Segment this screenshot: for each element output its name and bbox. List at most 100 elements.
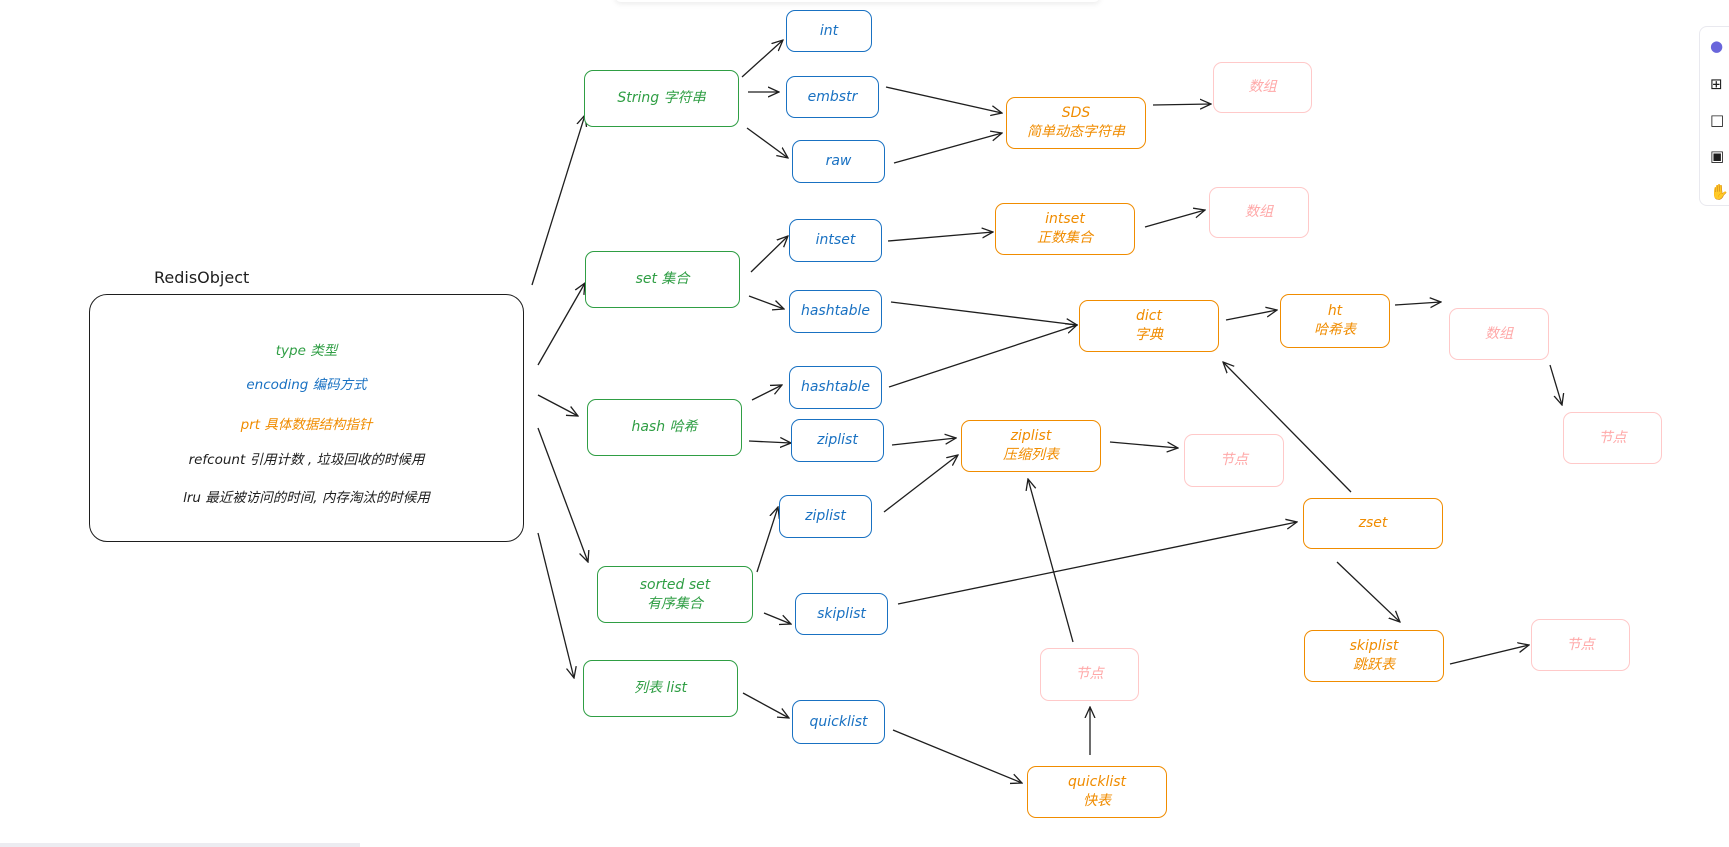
arrow-ziplist-zset-ziplistds (883, 455, 958, 513)
arrow-intset-intsetds (887, 232, 993, 242)
right-toolbar: ● ⊞ □ ▣ ✋ (1699, 26, 1729, 206)
node-label-line: 快表 (1083, 793, 1111, 809)
leaf-array-ht-node[interactable]: 数组 (1449, 308, 1549, 360)
arrow-string-int (741, 40, 783, 78)
arrow-raw-sds (893, 133, 1002, 164)
structure-intset-node[interactable]: intset 正数集合 (995, 203, 1135, 255)
structure-skiplist-node[interactable]: skiplist 跳跃表 (1304, 630, 1444, 682)
bottom-scrollbar[interactable] (0, 843, 360, 847)
node-label-line: 数组 (1245, 204, 1273, 220)
node-label-line: 哈希表 (1314, 322, 1356, 338)
arrow-sds-array (1152, 104, 1211, 105)
arrow-node-ziplistds (1028, 479, 1074, 643)
file-icon[interactable]: □ (1710, 111, 1725, 129)
arrow-redis-hash (537, 394, 578, 416)
field-refcount: refcount 引用计数 , 垃圾回收的时候用 (188, 452, 425, 468)
field-lru: lru 最近被访问的时间, 内存淘汰的时候用 (183, 490, 430, 506)
node-label-line: String 字符串 (617, 90, 706, 106)
field-type: type 类型 (275, 343, 338, 359)
top-panel-edge (615, 0, 1100, 2)
node-label-line: 节点 (1220, 452, 1248, 468)
node-label-line: ziplist (1010, 428, 1052, 444)
arrow-hash-hashtable (751, 385, 782, 401)
arrow-embstr-sds (885, 86, 1002, 113)
redis-object-box: type 类型 encoding 编码方式 prt 具体数据结构指针 refco… (89, 294, 524, 542)
arrow-list-quicklist (742, 692, 789, 718)
arrow-skiplist-zsetds (897, 522, 1297, 605)
node-label-line: zset (1358, 515, 1388, 531)
arrow-hashtable-hash-dict (888, 325, 1077, 388)
encoding-ziplist-zset-node[interactable]: ziplist (779, 495, 872, 538)
encoding-quicklist-node[interactable]: quicklist (792, 700, 885, 744)
encoding-hashtable-set-node[interactable]: hashtable (789, 290, 882, 333)
node-label-line: hashtable (800, 379, 871, 395)
encoding-embstr-node[interactable]: embstr (786, 76, 879, 118)
redis-object-title: RedisObject (154, 268, 250, 287)
arrow-redis-zset (537, 427, 588, 562)
arrow-intsetds-array (1144, 210, 1205, 228)
structure-ht-node[interactable]: ht 哈希表 (1280, 294, 1390, 348)
plus-square-icon[interactable]: ⊞ (1710, 75, 1723, 93)
structure-ziplist-node[interactable]: ziplist 压缩列表 (961, 420, 1101, 472)
arrow-zset-ziplist (756, 507, 778, 573)
leaf-node-ziplist-node[interactable]: 节点 (1184, 434, 1284, 487)
arrow-skiplistds-node (1449, 645, 1529, 665)
node-label-line: 节点 (1075, 666, 1104, 682)
arrow-zsetds-skiplistds (1336, 561, 1400, 622)
node-label-line: 数组 (1248, 79, 1277, 95)
node-label-line: embstr (807, 88, 858, 105)
field-ptr: prt 具体数据结构指针 (240, 417, 373, 433)
hand-icon[interactable]: ✋ (1710, 183, 1729, 201)
type-string-node[interactable]: String 字符串 (584, 70, 739, 127)
type-set-node[interactable]: set 集合 (585, 251, 740, 308)
encoding-raw-node[interactable]: raw (792, 140, 885, 183)
arrow-zset-skiplist (763, 612, 791, 624)
encoding-intset-node[interactable]: intset (789, 219, 882, 262)
leaf-node-skiplist-node[interactable]: 节点 (1531, 619, 1630, 671)
node-label-line: 列表 list (633, 680, 687, 696)
leaf-node-quicklist-node[interactable]: 节点 (1040, 648, 1139, 701)
node-label-line: intset (815, 232, 856, 248)
encoding-ziplist-hash-node[interactable]: ziplist (791, 419, 884, 462)
node-label-line: intset (1045, 211, 1085, 227)
arrow-set-intset (750, 236, 788, 273)
type-list-node[interactable]: 列表 list (583, 660, 738, 717)
encoding-skiplist-node[interactable]: skiplist (795, 593, 888, 635)
leaf-array-intset-node[interactable]: 数组 (1209, 187, 1309, 238)
arrow-ht-array (1394, 302, 1441, 305)
arrow-ziplist-hash-ziplistds (891, 438, 956, 446)
node-label-line: raw (825, 153, 852, 169)
node-label-line: hash 哈希 (631, 419, 698, 435)
node-label-line: 正数集合 (1037, 230, 1093, 246)
structure-zset-node[interactable]: zset (1303, 498, 1443, 549)
arrow-set-hashtable (748, 295, 784, 309)
app-logo-icon: ● (1710, 37, 1724, 55)
node-label-line: ht (1327, 303, 1343, 319)
arrow-hash-ziplist (748, 441, 791, 443)
node-label-line: 压缩列表 (1003, 447, 1059, 463)
leaf-node-ht-node[interactable]: 节点 (1563, 412, 1662, 464)
arrow-array-node (1549, 364, 1562, 405)
node-label-line: skiplist (817, 605, 866, 622)
leaf-array-sds-node[interactable]: 数组 (1213, 62, 1312, 113)
node-label-line: 跳跃表 (1353, 657, 1395, 673)
arrow-dict-ht (1225, 310, 1277, 321)
node-label-line: skiplist (1349, 638, 1399, 654)
node-label-line: hashtable (800, 303, 871, 319)
node-label-line: 有序集合 (647, 595, 703, 612)
encoding-hashtable-hash-node[interactable]: hashtable (789, 366, 882, 409)
lock-icon[interactable]: ▣ (1710, 147, 1725, 165)
arrow-hashtable-set-dict (890, 301, 1077, 325)
encoding-int-node[interactable]: int (786, 10, 872, 52)
node-label-line: SDS (1061, 105, 1091, 121)
arrow-redis-set (537, 283, 585, 366)
type-hash-node[interactable]: hash 哈希 (587, 399, 742, 456)
arrow-quicklist-quicklistds (892, 729, 1022, 783)
node-label-line: int (819, 22, 839, 39)
